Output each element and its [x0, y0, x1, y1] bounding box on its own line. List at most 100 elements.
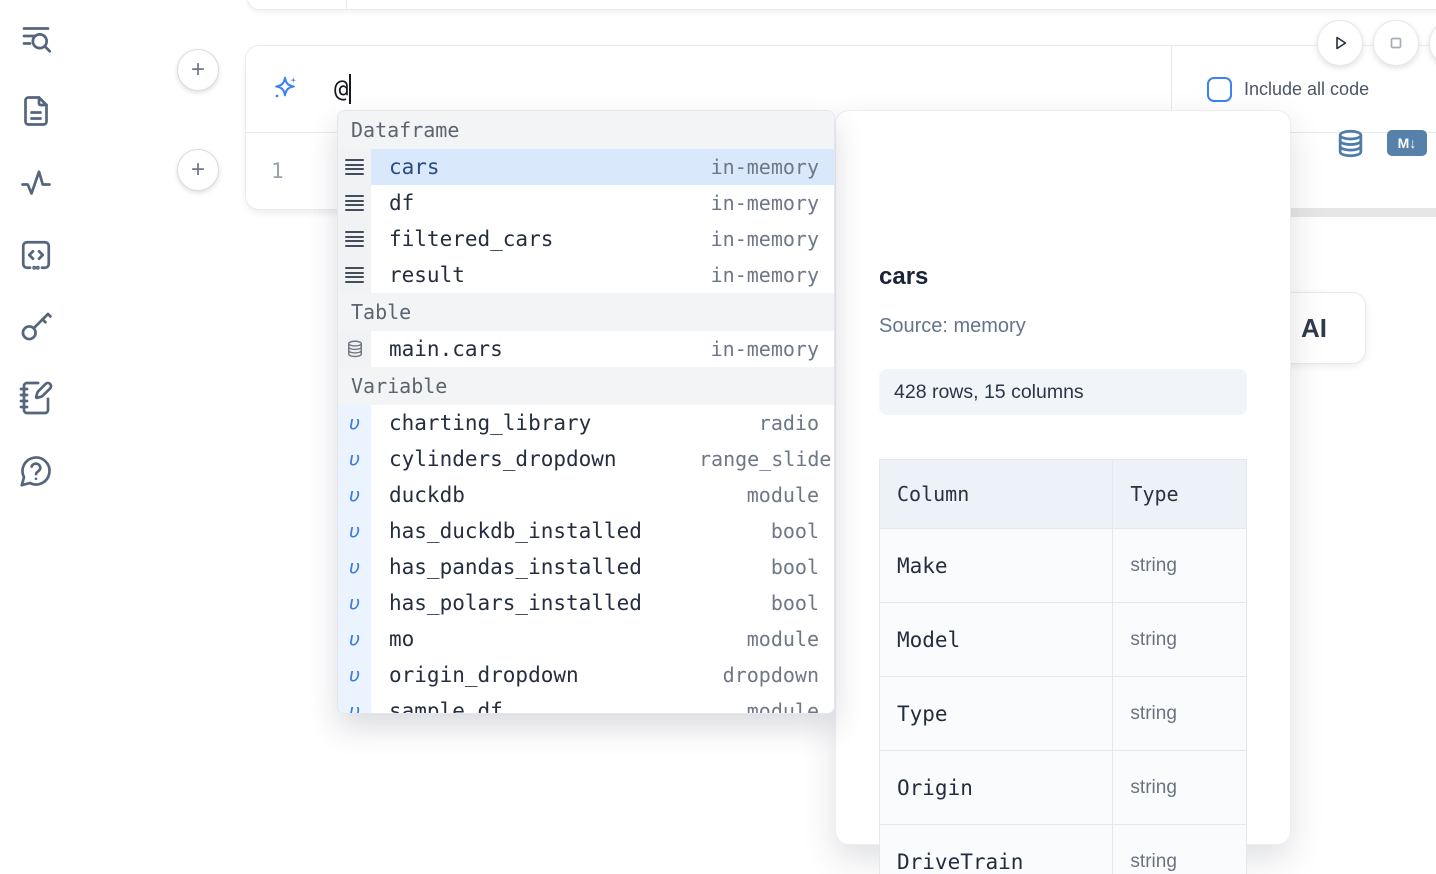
- sparkles-icon: [275, 76, 297, 98]
- autocomplete-item[interactable]: υ mo module: [338, 621, 834, 657]
- markdown-convert-icon[interactable]: M↓: [1387, 130, 1427, 156]
- item-type: in-memory: [710, 263, 819, 287]
- item-icon-gutter: υ: [338, 693, 371, 713]
- datasource-icon[interactable]: [1335, 127, 1366, 160]
- item-type: range_slider: [699, 447, 834, 471]
- item-content: charting_library radio: [371, 405, 834, 441]
- item-content: origin_dropdown dropdown: [371, 657, 834, 693]
- item-name: has_pandas_installed: [389, 555, 642, 579]
- autocomplete-item[interactable]: result in-memory: [338, 257, 834, 293]
- item-content: sample_df module: [371, 693, 834, 713]
- toc-search-icon[interactable]: [18, 21, 54, 57]
- prompt-input[interactable]: @: [334, 74, 352, 104]
- item-content: has_polars_installed bool: [371, 585, 834, 621]
- autocomplete-section-header: Variable: [338, 367, 834, 405]
- section-label: Dataframe: [351, 118, 460, 142]
- autocomplete-item[interactable]: υ has_pandas_installed bool: [338, 549, 834, 585]
- item-name: cars: [389, 155, 440, 179]
- item-icon-gutter: [338, 331, 371, 367]
- line-number: 1: [271, 159, 284, 183]
- stop-cell-button[interactable]: [1373, 20, 1419, 66]
- sidebar: [0, 0, 70, 874]
- item-icon-gutter: υ: [338, 441, 371, 477]
- variable-icon: υ: [349, 664, 360, 686]
- item-content: duckdb module: [371, 477, 834, 513]
- item-type: in-memory: [710, 227, 819, 251]
- column-type: string: [1112, 528, 1247, 603]
- schema-header-column: Column: [879, 459, 1114, 529]
- dataframe-rows-icon: [345, 194, 364, 212]
- item-icon-gutter: υ: [338, 405, 371, 441]
- activity-icon[interactable]: [18, 165, 54, 201]
- item-name: origin_dropdown: [389, 663, 579, 687]
- variable-icon: υ: [349, 448, 360, 470]
- item-type: dropdown: [722, 663, 819, 687]
- autocomplete-item[interactable]: υ duckdb module: [338, 477, 834, 513]
- previous-cell-edge: [247, 0, 1436, 10]
- column-name: Type: [879, 676, 1114, 751]
- item-type: in-memory: [710, 337, 819, 361]
- dataset-title: cars: [879, 263, 929, 290]
- run-icon: [1336, 36, 1347, 50]
- item-content: has_pandas_installed bool: [371, 549, 834, 585]
- autocomplete-item[interactable]: υ origin_dropdown dropdown: [338, 657, 834, 693]
- item-name: duckdb: [389, 483, 465, 507]
- autocomplete-item[interactable]: υ has_duckdb_installed bool: [338, 513, 834, 549]
- dataframe-rows-icon: [345, 158, 364, 176]
- item-icon-gutter: [338, 221, 371, 257]
- item-icon-gutter: [338, 257, 371, 293]
- column-name: Make: [879, 528, 1114, 603]
- include-all-code-checkbox[interactable]: [1207, 77, 1232, 102]
- section-label: Table: [351, 300, 412, 324]
- autocomplete-item[interactable]: υ has_polars_installed bool: [338, 585, 834, 621]
- variable-icon: υ: [349, 412, 360, 434]
- key-icon[interactable]: [18, 308, 54, 344]
- item-type: bool: [770, 591, 819, 615]
- variable-icon: υ: [349, 700, 360, 713]
- code-snippet-icon[interactable]: [18, 237, 54, 273]
- text-caret: [349, 74, 352, 104]
- item-icon-gutter: υ: [338, 477, 371, 513]
- item-name: main.cars: [389, 337, 503, 361]
- autocomplete-item[interactable]: υ charting_library radio: [338, 405, 834, 441]
- column-name: Origin: [879, 750, 1114, 825]
- item-icon-gutter: υ: [338, 621, 371, 657]
- variable-icon: υ: [349, 628, 360, 650]
- dataset-preview-popup: cars Source: memory 428 rows, 15 columns…: [835, 110, 1291, 874]
- item-name: cylinders_dropdown: [389, 447, 617, 471]
- variable-icon: υ: [349, 556, 360, 578]
- autocomplete-item[interactable]: υ sample_df module: [338, 693, 834, 713]
- item-content: cylinders_dropdown range_slider: [371, 441, 834, 477]
- autocomplete-section-header: Dataframe: [338, 111, 834, 149]
- autocomplete-item[interactable]: cars in-memory: [338, 149, 834, 185]
- column-type: string: [1112, 824, 1247, 874]
- schema-header-type: Type: [1112, 459, 1247, 529]
- autocomplete-item[interactable]: main.cars in-memory: [338, 331, 834, 367]
- document-icon[interactable]: [18, 93, 54, 129]
- add-cell-above-button[interactable]: +: [177, 49, 219, 91]
- section-label: Variable: [351, 374, 448, 398]
- add-cell-below-button[interactable]: +: [177, 149, 219, 191]
- code-editor-row[interactable]: 1: [246, 133, 1436, 209]
- dataset-source: Source: memory: [879, 315, 1026, 337]
- scratchpad-icon[interactable]: [18, 380, 54, 416]
- autocomplete-item[interactable]: υ cylinders_dropdown range_slider: [338, 441, 834, 477]
- item-content: mo module: [371, 621, 834, 657]
- variable-icon: υ: [349, 520, 360, 542]
- autocomplete-item[interactable]: filtered_cars in-memory: [338, 221, 834, 257]
- help-chat-icon[interactable]: [18, 453, 54, 489]
- autocomplete-item[interactable]: df in-memory: [338, 185, 834, 221]
- run-cell-button[interactable]: [1317, 20, 1363, 66]
- gutter-divider: [346, 0, 347, 9]
- item-type: module: [746, 483, 819, 507]
- item-icon-gutter: [338, 149, 371, 185]
- dataframe-rows-icon: [345, 266, 364, 284]
- dataframe-rows-icon: [345, 230, 364, 248]
- item-type: bool: [770, 555, 819, 579]
